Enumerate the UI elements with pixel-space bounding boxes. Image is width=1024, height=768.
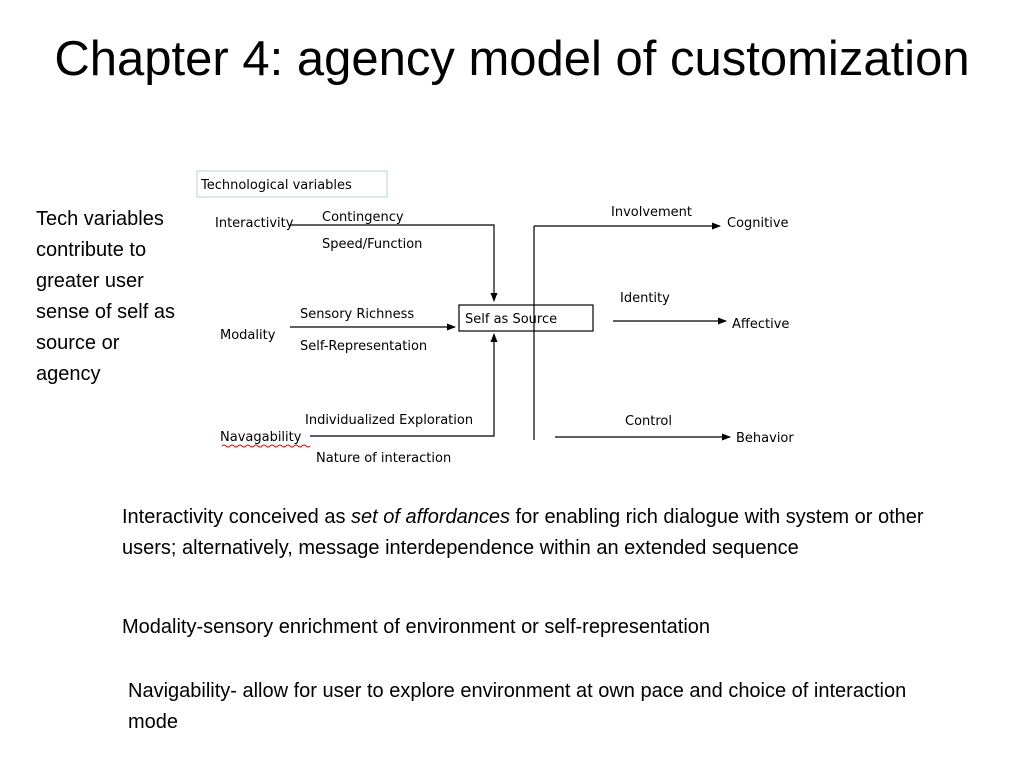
center-label: Self as Source <box>465 312 557 327</box>
paragraph-modality: Modality-sensory enrichment of environme… <box>122 616 711 638</box>
outcome-behavior: Behavior <box>736 431 794 446</box>
input-interactivity: Interactivity <box>215 216 294 231</box>
feature-self-representation: Self-Representation <box>300 339 427 354</box>
p1-text-end: for enabling rich dialogue with system o… <box>122 506 924 559</box>
mediator-control: Control <box>625 414 672 429</box>
side-note: Tech variables contribute to greater use… <box>36 208 175 385</box>
arrow-navagability-to-center <box>310 333 498 437</box>
feature-nature-of-interaction: Nature of interaction <box>316 451 451 466</box>
outcome-cognitive: Cognitive <box>727 216 789 231</box>
p1-text-italic: set of affordances <box>351 506 510 528</box>
feature-speed-function: Speed/Function <box>322 237 422 252</box>
paragraph-navigability: Navigability- allow for user to explore … <box>128 680 907 733</box>
header-label: Technological variables <box>200 178 352 193</box>
p1-text-start: Interactivity conceived as <box>122 506 351 528</box>
feature-contingency: Contingency <box>322 210 404 225</box>
mediator-involvement: Involvement <box>611 205 692 220</box>
agency-model-diagram: Technological variables Interactivity Mo… <box>196 170 794 466</box>
center-box <box>458 304 594 332</box>
paragraph-interactivity: Interactivity conceived as set of afford… <box>122 502 942 564</box>
spell-squiggle <box>221 444 311 448</box>
header-box <box>196 170 388 198</box>
feature-individualized-exploration: Individualized Exploration <box>305 413 473 428</box>
feature-sensory-richness: Sensory Richness <box>300 307 414 322</box>
outcome-affective: Affective <box>732 317 789 332</box>
input-modality: Modality <box>220 328 276 343</box>
slide-title: Chapter 4: agency model of customization <box>54 32 970 86</box>
arrow-interactivity-to-center <box>290 224 498 302</box>
mediator-identity: Identity <box>620 291 670 306</box>
input-navagability: Navagability <box>220 430 302 445</box>
